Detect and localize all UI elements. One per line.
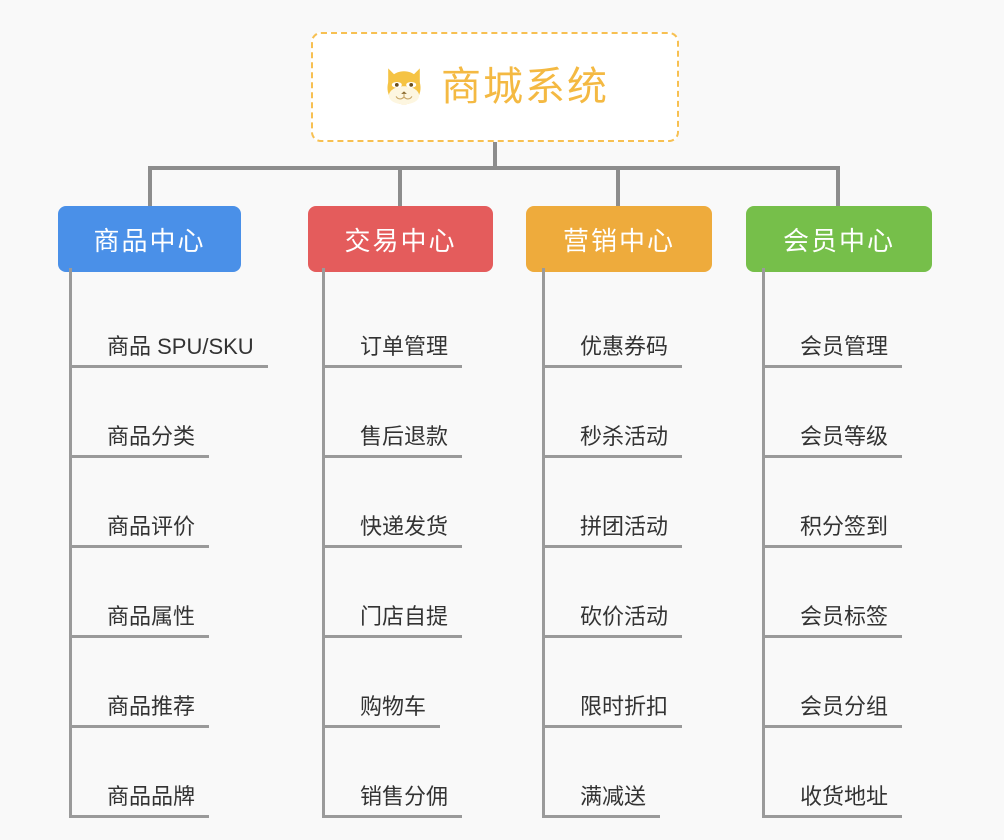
leaf-item[interactable]: 快递发货 [322, 458, 463, 548]
leaf-label: 砍价活动 [580, 603, 669, 629]
leaf-label: 拼团活动 [580, 513, 669, 539]
leaf-underline [542, 635, 683, 638]
leaf-underline [322, 725, 441, 728]
leaf-label: 购物车 [360, 693, 427, 719]
leaf-item[interactable]: 销售分佣 [322, 728, 463, 818]
root-title: 商城系统 [441, 65, 609, 109]
connector-drop-branch-2 [616, 166, 620, 206]
branch-spine-1 [322, 278, 325, 818]
leaf-underline [69, 815, 210, 818]
leaf-underline [762, 365, 903, 368]
shiba-dog-icon [387, 68, 421, 105]
leaf-item[interactable]: 收货地址 [762, 728, 903, 818]
leaf-item[interactable]: 商品推荐 [69, 638, 210, 728]
leaf-underline [69, 455, 210, 458]
leaf-item[interactable]: 门店自提 [322, 548, 463, 638]
connector-drop-branch-1 [398, 166, 402, 206]
root-node[interactable]: 商城系统 [311, 32, 679, 142]
leaf-underline [322, 365, 463, 368]
connector-drop-branch-0 [148, 166, 152, 206]
leaf-label: 商品品牌 [107, 783, 196, 809]
leaf-label: 限时折扣 [580, 693, 669, 719]
branch-spine-0 [69, 278, 72, 818]
leaf-label: 秒杀活动 [580, 423, 669, 449]
leaf-label: 门店自提 [360, 603, 449, 629]
leaf-underline [322, 545, 463, 548]
leaf-label: 满减送 [580, 783, 647, 809]
leaf-item[interactable]: 优惠券码 [542, 278, 683, 368]
leaf-item[interactable]: 会员标签 [762, 548, 903, 638]
leaf-underline [762, 725, 903, 728]
leaf-underline [762, 815, 903, 818]
branch-spine-2 [542, 278, 545, 818]
leaf-item[interactable]: 砍价活动 [542, 548, 683, 638]
category-label-3: 会员中心 [782, 225, 895, 256]
leaf-item[interactable]: 售后退款 [322, 368, 463, 458]
leaf-label: 会员分组 [800, 693, 889, 719]
leaf-item[interactable]: 会员分组 [762, 638, 903, 728]
connector-stub-branch-1 [322, 268, 325, 286]
leaf-item[interactable]: 商品属性 [69, 548, 210, 638]
leaf-item[interactable]: 会员管理 [762, 278, 903, 368]
leaf-label: 商品 SPU/SKU [107, 333, 254, 359]
leaf-underline [542, 455, 683, 458]
connector-stub-branch-0 [69, 268, 72, 286]
branch-spine-3 [762, 278, 765, 818]
leaf-item[interactable]: 订单管理 [322, 278, 463, 368]
leaf-item[interactable]: 积分签到 [762, 458, 903, 548]
leaf-label: 商品分类 [107, 423, 196, 449]
connector-stub-branch-2 [542, 268, 545, 286]
category-box-1[interactable]: 交易中心 [308, 206, 493, 272]
leaf-label: 收货地址 [800, 783, 889, 809]
leaf-label: 会员等级 [800, 423, 889, 449]
leaf-item[interactable]: 限时折扣 [542, 638, 683, 728]
leaf-item[interactable]: 满减送 [542, 728, 661, 818]
leaf-item[interactable]: 拼团活动 [542, 458, 683, 548]
leaf-underline [542, 365, 683, 368]
leaf-underline [542, 545, 683, 548]
category-label-0: 商品中心 [93, 225, 206, 256]
connector-root-trunk [493, 142, 497, 168]
leaf-underline [762, 455, 903, 458]
leaf-underline [762, 635, 903, 638]
leaf-item[interactable]: 会员等级 [762, 368, 903, 458]
category-box-3[interactable]: 会员中心 [746, 206, 932, 272]
leaf-label: 售后退款 [360, 423, 449, 449]
leaf-underline [69, 725, 210, 728]
category-box-2[interactable]: 营销中心 [526, 206, 712, 272]
leaf-item[interactable]: 商品品牌 [69, 728, 210, 818]
leaf-label: 会员标签 [800, 603, 889, 629]
leaf-label: 优惠券码 [580, 333, 669, 359]
leaf-underline [69, 365, 268, 368]
category-box-0[interactable]: 商品中心 [58, 206, 241, 272]
leaf-label: 积分签到 [800, 513, 889, 539]
leaf-underline [322, 635, 463, 638]
leaf-underline [322, 815, 463, 818]
leaf-underline [542, 815, 661, 818]
leaf-underline [762, 545, 903, 548]
category-label-1: 交易中心 [344, 225, 457, 256]
leaf-item[interactable]: 商品评价 [69, 458, 210, 548]
leaf-underline [322, 455, 463, 458]
leaf-item[interactable]: 商品 SPU/SKU [69, 278, 268, 368]
leaf-label: 商品属性 [107, 603, 196, 629]
connector-horizontal-bus [150, 166, 840, 170]
connector-stub-branch-3 [762, 268, 765, 286]
leaf-item[interactable]: 购物车 [322, 638, 441, 728]
leaf-item[interactable]: 秒杀活动 [542, 368, 683, 458]
leaf-label: 订单管理 [360, 333, 449, 359]
leaf-underline [69, 545, 210, 548]
leaf-underline [542, 725, 683, 728]
leaf-label: 商品评价 [107, 513, 196, 539]
leaf-label: 销售分佣 [360, 783, 449, 809]
leaf-label: 快递发货 [360, 513, 449, 539]
leaf-label: 会员管理 [800, 333, 889, 359]
leaf-item[interactable]: 商品分类 [69, 368, 210, 458]
leaf-underline [69, 635, 210, 638]
connector-drop-branch-3 [836, 166, 840, 206]
leaf-label: 商品推荐 [107, 693, 196, 719]
category-label-2: 营销中心 [562, 225, 675, 256]
